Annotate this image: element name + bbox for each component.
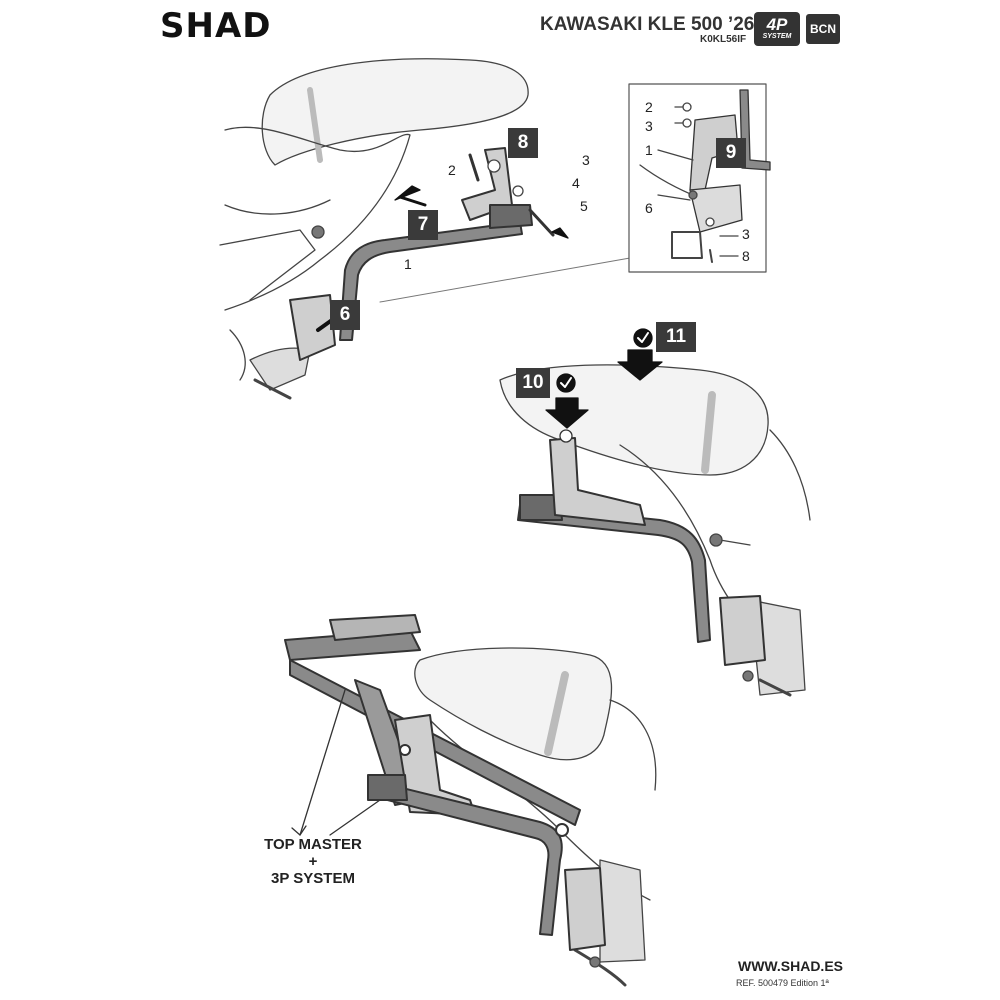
scene-3-top-master-rack [284,614,606,951]
scene-1-side-frame [289,147,533,361]
part-label-5: 5 [580,198,588,214]
4p-badge-main: 4P [766,15,788,34]
shad-logo: SHAD [160,6,272,46]
part-label-1: 1 [404,256,412,272]
4p-system-badge: 4P SYSTEM [754,12,800,46]
model-code: K0KL56IF [700,34,747,45]
inset-part-label-1: 1 [645,142,653,158]
reference-edition: REF. 500479 Edition 1ª [736,978,829,988]
step-number-10: 10 [516,368,550,398]
model-title: KAWASAKI KLE 500 ’26 [540,14,755,35]
part-label-4: 4 [572,175,580,191]
4p-badge-sub: SYSTEM [762,33,792,40]
website-url[interactable]: WWW.SHAD.ES [738,958,843,974]
inset-part-label-3-top: 3 [645,118,653,134]
caption-line-2: + [308,853,318,870]
bcn-badge: BCN [806,14,840,44]
step-number-9: 9 [716,138,746,168]
top-master-3p-caption: TOP MASTER + 3P SYSTEM [238,836,388,887]
inset-detail-bracket [639,89,771,263]
caption-line-1: TOP MASTER [264,836,362,853]
inset-part-label-3-bottom: 3 [742,226,750,242]
step-number-7: 7 [408,210,438,240]
inset-part-label-2: 2 [645,99,653,115]
scene-1-motorcycle-rear [219,58,529,400]
inset-part-label-8: 8 [742,248,750,264]
step-number-11: 11 [656,322,696,352]
part-label-2: 2 [448,162,456,178]
part-label-3: 3 [582,152,590,168]
step-number-6: 6 [330,300,360,330]
scene-3-motorcycle-rear [414,647,657,987]
caption-line-3: 3P SYSTEM [271,870,355,887]
inset-part-label-6: 6 [645,200,653,216]
scene-2-side-frame [517,437,766,666]
step-number-8: 8 [508,128,538,158]
